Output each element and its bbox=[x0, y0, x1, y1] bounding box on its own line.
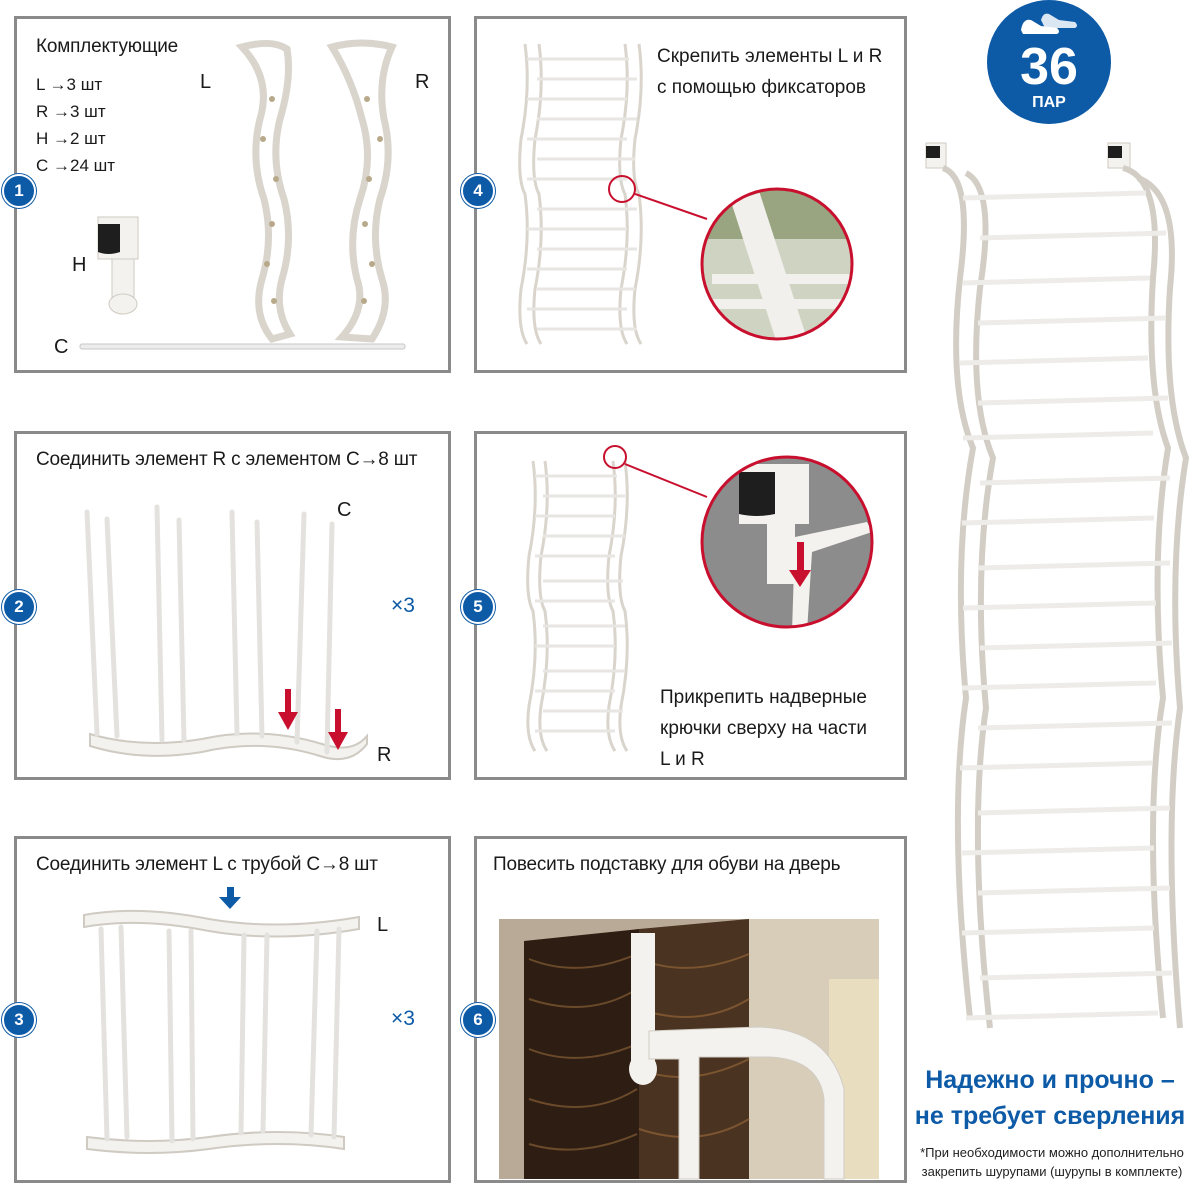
panel-title: Комплектующие bbox=[36, 36, 179, 57]
parts-item-L: L →3 шт bbox=[36, 75, 103, 94]
shoes-icon bbox=[1021, 13, 1077, 34]
panel-step-2: Соединить элемент R с элементом C→8 шт C… bbox=[14, 431, 451, 780]
panel-step-1: Комплектующие L →3 шт R →3 шт H →2 шт C … bbox=[14, 16, 451, 373]
assembly-R-with-tubes-image bbox=[84, 504, 368, 760]
panel-title-line1: Скрепить элементы L и R bbox=[657, 46, 883, 67]
door-hook-H-image bbox=[97, 216, 139, 315]
panel-title-line2: с помощью фиксаторов bbox=[657, 77, 867, 98]
panel-text-line2: крючки сверху на части bbox=[660, 718, 868, 739]
hook-zoom-callout-image bbox=[603, 445, 874, 629]
pairs-count-number: 36 bbox=[1020, 38, 1078, 96]
panel-step-5: Прикрепить надверные крючки сверху на ча… bbox=[474, 431, 907, 780]
parts-item-C: C →24 шт bbox=[36, 156, 116, 175]
step-number-4: 4 bbox=[461, 174, 495, 208]
step-number-2: 2 bbox=[2, 590, 36, 624]
panel-step-3: Соединить элемент L с трубой C→8 шт L ×3 bbox=[14, 836, 451, 1183]
multiplier-x3: ×3 bbox=[391, 1007, 415, 1030]
label-R: R bbox=[377, 744, 392, 766]
pairs-count-unit: ПАР bbox=[1032, 94, 1066, 111]
slogan: Надежно и прочно – не требует сверления bbox=[904, 1062, 1196, 1134]
label-L: L bbox=[377, 914, 389, 936]
door-mounted-photo bbox=[499, 919, 879, 1180]
step-number-1: 1 bbox=[2, 174, 36, 208]
step-number-5: 5 bbox=[461, 590, 495, 624]
slogan-line1: Надежно и прочно – bbox=[925, 1066, 1175, 1094]
panel-title: Соединить элемент L с трубой C→8 шт bbox=[36, 854, 378, 875]
panel-text: Прикрепить надверные крючки сверху на ча… bbox=[660, 682, 867, 775]
parts-list: L →3 шт R →3 шт H →2 шт C →24 шт bbox=[36, 71, 115, 179]
panel-title: Скрепить элементы L и R с помощью фиксат… bbox=[657, 41, 882, 103]
zoom-callout-image bbox=[608, 175, 854, 341]
assembly-L-with-tubes-image bbox=[83, 887, 360, 1154]
step-number-6: 6 bbox=[461, 1003, 495, 1037]
pairs-count-badge: 36 ПАР bbox=[987, 0, 1111, 124]
panel-text-line1: Прикрепить надверные bbox=[660, 687, 867, 708]
assembled-rack-image bbox=[518, 43, 643, 345]
footnote-line2: закрепить шурупами (шурупы в комплекте) bbox=[921, 1164, 1183, 1179]
side-frame-R-image bbox=[326, 39, 397, 343]
multiplier-x3: ×3 bbox=[391, 594, 415, 617]
step-number-3: 3 bbox=[2, 1003, 36, 1037]
label-L: L bbox=[200, 71, 212, 93]
footnote: *При необходимости можно дополнительно з… bbox=[904, 1143, 1200, 1181]
slogan-line2: не требует сверления bbox=[914, 1102, 1186, 1130]
shoe-rack-product-image bbox=[925, 142, 1190, 1029]
label-R: R bbox=[415, 71, 430, 93]
parts-item-R: R →3 шт bbox=[36, 102, 106, 121]
assembled-rack-small-image bbox=[526, 460, 629, 752]
label-C: C bbox=[337, 499, 352, 521]
panel-step-6: Повесить подставку для обуви на дверь bbox=[474, 836, 907, 1183]
panel-step-4: Скрепить элементы L и R с помощью фиксат… bbox=[474, 16, 907, 373]
label-H: H bbox=[72, 254, 87, 276]
side-frame-L-image bbox=[235, 40, 296, 343]
tube-C-image bbox=[79, 343, 406, 350]
panel-title: Соединить элемент R с элементом C→8 шт bbox=[36, 449, 418, 470]
panel-text-line3: L и R bbox=[660, 749, 705, 770]
panel-title: Повесить подставку для обуви на дверь bbox=[493, 854, 841, 875]
parts-item-H: H →2 шт bbox=[36, 129, 106, 148]
label-C: C bbox=[54, 336, 69, 358]
footnote-line1: *При необходимости можно дополнительно bbox=[920, 1145, 1184, 1160]
